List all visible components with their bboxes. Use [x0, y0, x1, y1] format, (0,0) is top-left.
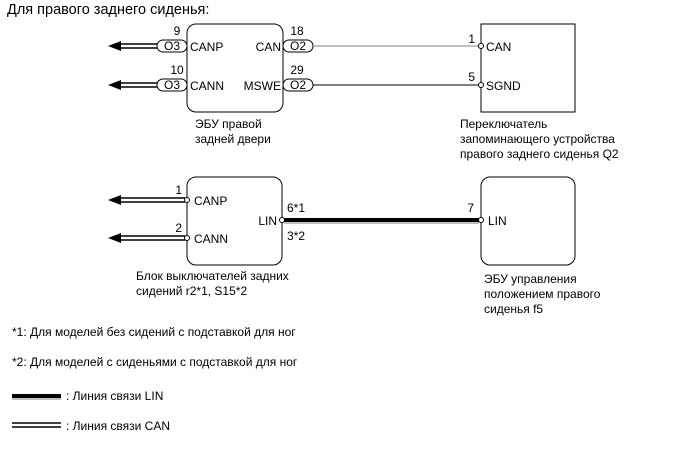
diagram-title: Для правого заднего сиденья: — [7, 2, 209, 18]
pin-number: 1 — [468, 32, 475, 46]
connector-label: O2 — [290, 39, 306, 53]
door-ecu-box — [186, 23, 284, 113]
pin-terminal — [184, 235, 190, 241]
switch-block-label-line1: Блок выключателей задних — [136, 269, 289, 283]
footnote-1: *1: Для моделей без сидений с подставкой… — [12, 325, 296, 339]
pin-terminal — [478, 43, 484, 49]
can-bus-wire — [108, 233, 185, 243]
arrow-left-icon — [108, 80, 121, 90]
pin-terminal — [478, 82, 484, 88]
pin-name: CANN — [190, 79, 224, 93]
pin-name: CANP — [194, 194, 227, 208]
pin-name: LIN — [258, 214, 277, 228]
arrow-left-icon — [108, 195, 121, 205]
legend-can-label: : Линия связи CAN — [66, 419, 170, 433]
switch-block-pin-canp: 1 CANP — [108, 183, 227, 208]
memory-switch-label-line2: запоминающего устройства — [460, 132, 615, 146]
pin-number: 9 — [174, 24, 181, 38]
pin-name: CAN — [486, 40, 511, 54]
memory-switch-pin-sgnd: 5 SGND — [468, 70, 521, 93]
footnote-2: *2: Для моделей с сиденьями с подставкой… — [12, 355, 298, 369]
pin-number: 7 — [467, 201, 474, 215]
memory-switch-box — [480, 23, 576, 113]
pin-name: CANN — [194, 232, 228, 246]
lin-bus-wire — [284, 218, 479, 224]
pin-name: MSWE — [244, 79, 281, 93]
pin-name: CANP — [190, 40, 223, 54]
pin-number: 1 — [175, 183, 182, 197]
pin-terminal — [279, 217, 285, 223]
pin-name: CAN — [256, 40, 281, 54]
memory-switch: 1 CAN 5 SGND Переключатель запоминающего… — [460, 23, 619, 161]
legend-can: : Линия связи CAN — [12, 419, 170, 433]
pin-terminal — [184, 197, 190, 203]
switch-block-pin-lin: LIN 6*1 3*2 — [258, 201, 305, 243]
can-line-sample — [12, 422, 61, 428]
seat-ecu: 7 LIN ЭБУ управления положением правого … — [467, 176, 601, 316]
pin-number: 5 — [468, 70, 475, 84]
connector-badge — [156, 39, 188, 53]
switch-block-pin-cann: 2 CANN — [108, 221, 228, 246]
pin-name: LIN — [488, 214, 507, 228]
seat-ecu-label-line3: сиденья f5 — [484, 302, 543, 316]
switch-block-label-line2: сидений r2*1, S15*2 — [136, 284, 247, 298]
seat-ecu-label-line2: положением правого — [484, 287, 601, 301]
pin-name: SGND — [486, 79, 521, 93]
door-ecu: 9 O3 CANP 10 O3 CANN 18 — [108, 23, 314, 146]
connector-label: O3 — [164, 39, 180, 53]
legend-lin: : Линия связи LIN — [12, 389, 163, 403]
connector-badge — [156, 78, 188, 92]
seat-ecu-pin-lin: 7 LIN — [467, 201, 506, 228]
door-ecu-pin-canp: 9 O3 CANP — [108, 24, 223, 54]
memory-switch-label-line1: Переключатель — [460, 117, 547, 131]
legend-lin-label: : Линия связи LIN — [66, 389, 163, 403]
can-bus-wire — [108, 195, 185, 205]
can-bus-wire — [108, 80, 157, 90]
pin-terminal — [478, 217, 484, 223]
pin-number: 29 — [290, 63, 304, 77]
arrow-left-icon — [108, 41, 121, 51]
seat-ecu-label-line1: ЭБУ управления — [484, 272, 577, 286]
door-ecu-pin-mswe: 29 O2 MSWE — [244, 63, 314, 93]
pin-number-variant-2: 3*2 — [287, 229, 305, 243]
memory-switch-label-line3: правого заднего сиденья Q2 — [460, 147, 619, 161]
connector-label: O2 — [290, 78, 306, 92]
door-ecu-label-line2: задней двери — [195, 132, 271, 146]
door-ecu-pin-can: 18 O2 CAN — [256, 24, 314, 54]
pin-number: 2 — [175, 221, 182, 235]
lin-line-sample — [12, 394, 61, 400]
memory-switch-pin-can: 1 CAN — [468, 32, 511, 54]
pin-number-variant-1: 6*1 — [287, 201, 305, 215]
door-ecu-pin-cann: 10 O3 CANN — [108, 63, 224, 93]
arrow-left-icon — [108, 233, 121, 243]
pin-number: 10 — [170, 63, 184, 77]
can-bus-wire — [108, 41, 157, 51]
door-ecu-label-line1: ЭБУ правой — [195, 117, 262, 131]
connector-label: O3 — [164, 78, 180, 92]
pin-number: 18 — [290, 24, 304, 38]
switch-block: 1 CANP 2 CANN LIN 6*1 3*2 Блок выклю — [108, 176, 305, 298]
